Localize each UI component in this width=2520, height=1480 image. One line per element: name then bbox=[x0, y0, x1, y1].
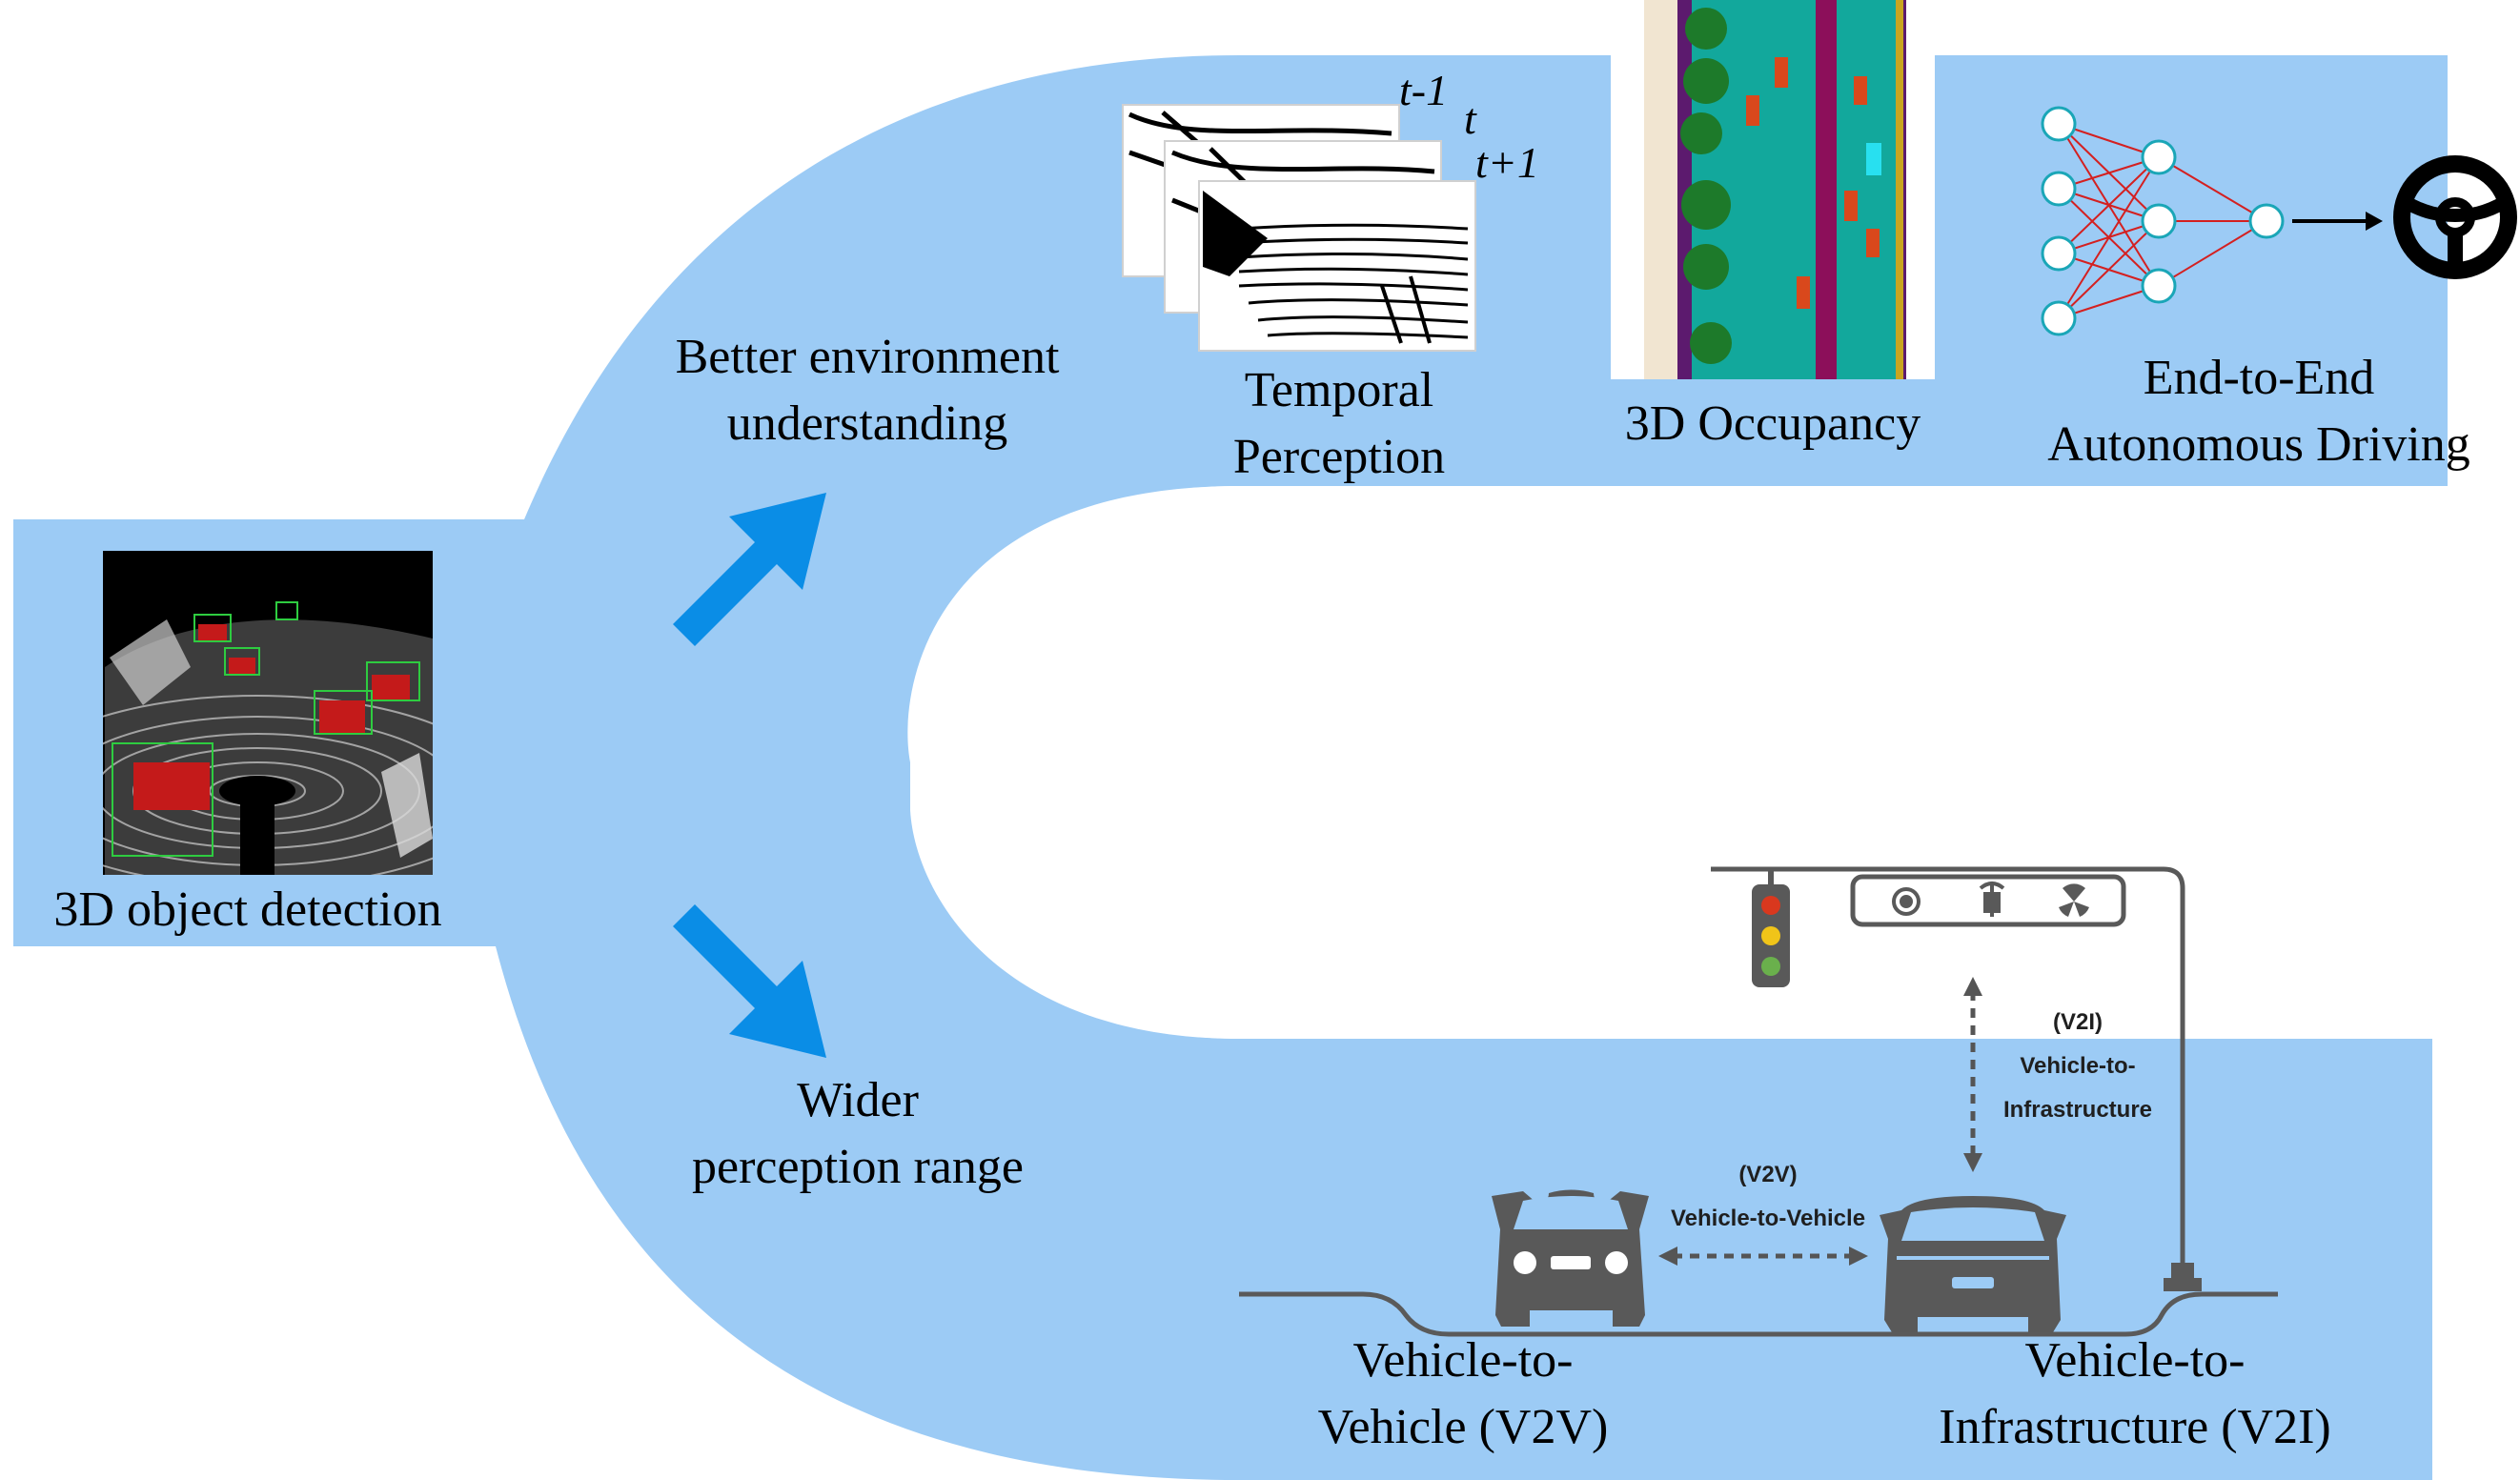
frame-label-t: t bbox=[1464, 94, 1477, 143]
lidar-detection-image bbox=[103, 551, 433, 875]
frame-t-plus-1 bbox=[1198, 180, 1476, 352]
frame-label-t-minus-1: t-1 bbox=[1399, 66, 1448, 114]
sensor-bar bbox=[1850, 874, 2126, 927]
neuron bbox=[2041, 171, 2077, 207]
arrow-icon bbox=[673, 493, 826, 1058]
pole-base bbox=[2164, 1263, 2202, 1291]
neuron bbox=[2248, 203, 2285, 239]
arrow-down-icon bbox=[673, 904, 826, 1058]
temporal-frames bbox=[1122, 104, 1476, 352]
label-3d-occupancy: 3D Occupancy bbox=[1624, 396, 1921, 451]
annotation-v2v: (V2V) Vehicle-to-Vehicle bbox=[1670, 1162, 1866, 1231]
v2v-link bbox=[1658, 1247, 1868, 1266]
occupancy-image bbox=[1611, 0, 1935, 379]
neuron bbox=[2141, 139, 2177, 175]
gantry bbox=[1711, 866, 2185, 1263]
label-3d-object-detection: 3D object detection bbox=[53, 882, 442, 937]
label-v2i: Vehicle-to- Infrastructure (V2I) bbox=[1939, 1333, 2331, 1454]
label-end-to-end: End-to-End Autonomous Driving bbox=[2047, 351, 2470, 472]
neural-network bbox=[2041, 106, 2383, 336]
radar-icon bbox=[2059, 883, 2089, 917]
steering-wheel-icon bbox=[2393, 155, 2517, 279]
camera-icon bbox=[1892, 887, 1920, 916]
label-wider-perception: Wider perception range bbox=[692, 1073, 1024, 1194]
label-temporal-perception: Temporal Perception bbox=[1232, 363, 1446, 484]
label-v2v: Vehicle-to- Vehicle (V2V) bbox=[1317, 1333, 1609, 1454]
lower-branch bbox=[13, 519, 2432, 1480]
inner-cutout bbox=[910, 486, 2520, 1039]
label-better-environment: Better environment understanding bbox=[675, 330, 1060, 451]
neuron bbox=[2041, 235, 2077, 272]
car-icon bbox=[1492, 1189, 1649, 1327]
road-line bbox=[1239, 1291, 2278, 1337]
antenna-icon bbox=[1979, 882, 2005, 917]
arrow-up-icon bbox=[673, 493, 826, 646]
v2i-link bbox=[1963, 977, 1982, 1172]
neuron bbox=[2141, 203, 2177, 239]
traffic-light-icon bbox=[1752, 869, 1790, 987]
neuron bbox=[2041, 106, 2077, 142]
frame-label-t-plus-1: t+1 bbox=[1475, 138, 1539, 187]
annotation-v2i: (V2I) Vehicle-to- Infrastructure bbox=[2002, 1009, 2153, 1123]
car-icon bbox=[1880, 1196, 2066, 1332]
neuron bbox=[2041, 300, 2077, 336]
neuron bbox=[2141, 268, 2177, 304]
